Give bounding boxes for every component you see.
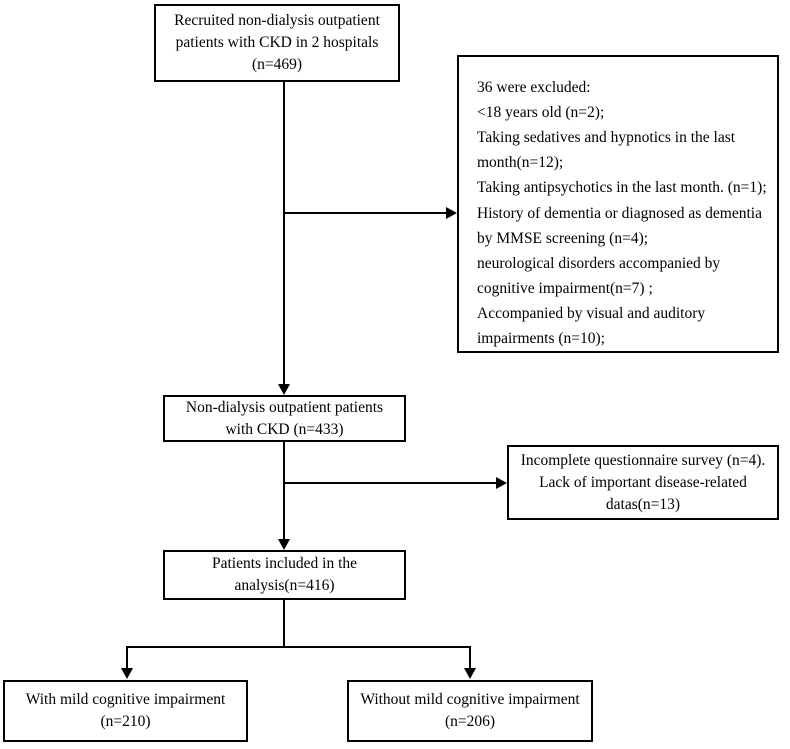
exclusion-line-3: Taking sedatives and hypnotics in the la…	[477, 129, 736, 147]
exclusion-line-10: Accompanied by visual and auditory	[477, 304, 706, 322]
connector-split-right	[469, 646, 471, 669]
arrowhead-down-icon	[278, 539, 290, 550]
arrowhead-right-icon	[446, 207, 457, 219]
connector-to-incomplete	[283, 482, 497, 484]
arrowhead-down-icon	[464, 668, 476, 679]
arrowhead-right-icon	[496, 477, 507, 489]
node-nondialysis-line-2: with CKD (n=433)	[225, 420, 344, 438]
connector-analysis-split-bar	[126, 646, 471, 648]
connector-recruited-to-nondialysis	[283, 82, 285, 384]
exclusion-line-2: <18 years old (n=2);	[477, 104, 605, 122]
node-analysis-line-2: analysis(n=416)	[234, 577, 335, 594]
node-analysis-line-1: Patients included in the	[211, 555, 358, 572]
node-without-mci: Without mild cognitive impairment (n=206…	[347, 680, 593, 742]
exclusion-line-1: 36 were excluded:	[477, 79, 591, 96]
node-exclusion-criteria: 36 were excluded: <18 years old (n=2); T…	[457, 55, 779, 353]
node-recruited-line-3: (n=469)	[251, 56, 303, 73]
node-with-mci: With mild cognitive impairment (n=210)	[3, 680, 248, 742]
exclusion-line-7: by MMSE screening (n=4);	[477, 229, 649, 247]
incomplete-line-1: Incomplete questionnaire survey (n=4).	[520, 451, 766, 469]
exclusion-line-4: month(n=12);	[477, 154, 564, 172]
exclusion-line-6: History of dementia or diagnosed as deme…	[477, 204, 762, 222]
exclusion-line-9: cognitive impairment(n=7) ;	[477, 279, 653, 297]
connector-nondialysis-to-analysis	[283, 442, 285, 539]
exclusion-line-8: neurological disorders accompanied by	[477, 254, 721, 272]
exclusion-line-5: Taking antipsychotics in the last month.…	[477, 179, 767, 197]
connector-split-left	[126, 646, 128, 669]
with-mci-line-1: With mild cognitive impairment	[25, 691, 226, 708]
with-mci-line-2: (n=210)	[100, 713, 151, 730]
node-recruited-line-2: patients with CKD in 2 hospitals	[175, 34, 379, 51]
node-recruited-line-1: Recruited non-dialysis outpatient	[174, 12, 380, 29]
node-incomplete-data: Incomplete questionnaire survey (n=4). L…	[507, 445, 779, 520]
connector-analysis-split-stem	[283, 600, 285, 647]
exclusion-line-11: impairments (n=10);	[477, 330, 605, 348]
node-nondialysis-patients: Non-dialysis outpatient patients with CK…	[163, 395, 406, 442]
node-recruited-patients: Recruited non-dialysis outpatient patien…	[154, 4, 400, 82]
node-patients-analysed: Patients included in the analysis(n=416)	[163, 550, 406, 600]
without-mci-line-1: Without mild cognitive impairment	[360, 691, 580, 708]
arrowhead-down-icon	[121, 668, 133, 679]
connector-to-exclusion	[283, 212, 447, 214]
without-mci-line-2: (n=206)	[444, 713, 496, 730]
incomplete-line-3: datas(n=13)	[605, 495, 681, 513]
incomplete-line-2: Lack of important disease-related	[539, 473, 747, 491]
node-nondialysis-line-1: Non-dialysis outpatient patients	[185, 398, 384, 416]
arrowhead-down-icon	[278, 384, 290, 395]
